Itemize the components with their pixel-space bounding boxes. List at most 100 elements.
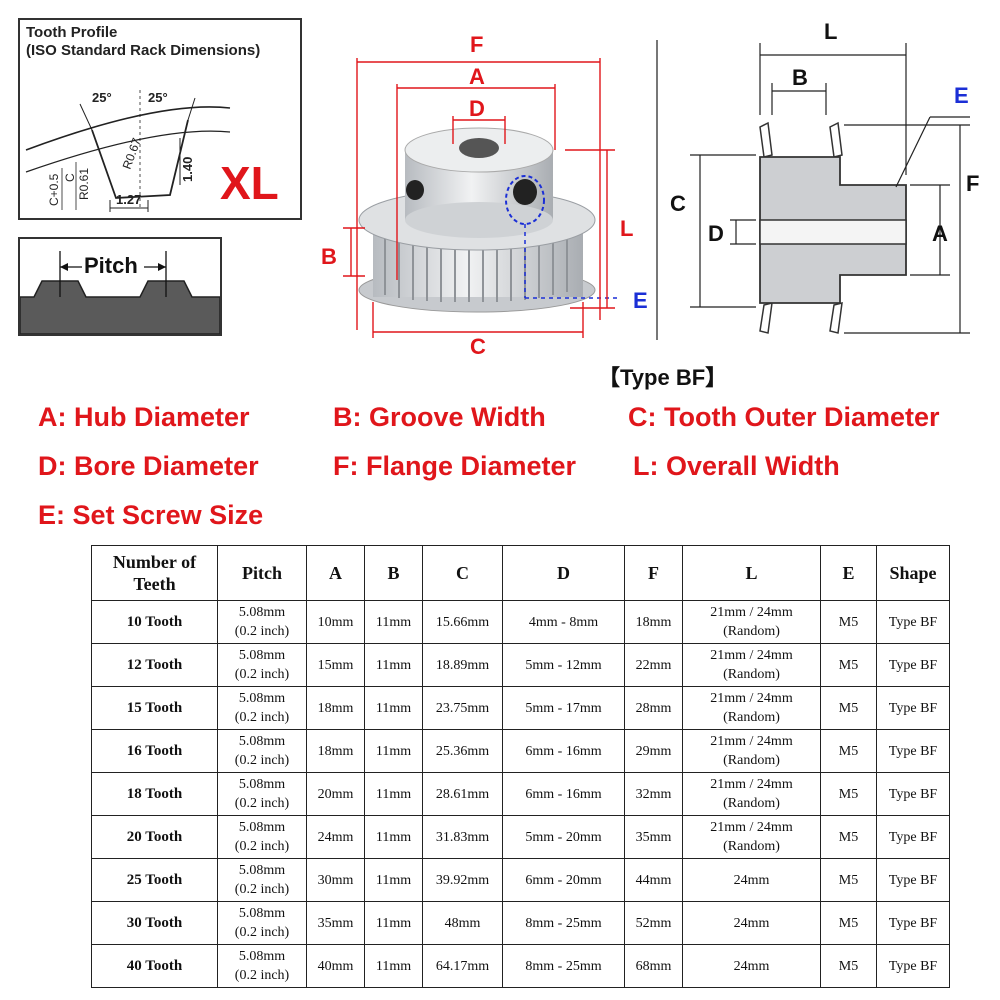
section-label-l: L <box>824 19 837 44</box>
c-cell: 64.17mm <box>422 944 503 988</box>
shape-cell: Type BF <box>876 729 950 773</box>
legend-f: F: Flange Diameter <box>333 451 577 481</box>
shape-cell: Type BF <box>876 944 950 988</box>
b-cell: 11mm <box>364 729 423 773</box>
pulley-label-d: D <box>469 96 485 121</box>
section-label-c: C <box>670 191 686 216</box>
shape-cell: Type BF <box>876 600 950 644</box>
e-cell: M5 <box>820 944 877 988</box>
header-a: A <box>306 545 365 601</box>
b-cell: 11mm <box>364 686 423 730</box>
teeth-cell: 40 Tooth <box>91 944 218 988</box>
tooth-profile-title: Tooth Profile <box>26 24 118 41</box>
d-cell: 8mm - 25mm <box>502 901 625 945</box>
pitch-panel: Pitch <box>18 237 222 336</box>
l-cell: 21mm / 24mm(Random) <box>682 729 821 773</box>
b-cell: 11mm <box>364 643 423 687</box>
d-cell: 5mm - 20mm <box>502 815 625 859</box>
shape-cell: Type BF <box>876 772 950 816</box>
tooth-profile-diagram: 25° 25° R0.67 R0.61 1.40 1.27 C C+0.5 <box>25 90 231 212</box>
dim-140-label: 1.40 <box>180 157 195 182</box>
d-cell: 5mm - 17mm <box>502 686 625 730</box>
l-cell: 24mm <box>682 944 821 988</box>
pulley-drawing: F A D B L C E <box>321 32 648 359</box>
l-cell: 21mm / 24mm(Random) <box>682 600 821 644</box>
teeth-cell: 25 Tooth <box>91 858 218 902</box>
legend-b: B: Groove Width <box>333 402 546 432</box>
b-cell: 11mm <box>364 600 423 644</box>
shape-cell: Type BF <box>876 815 950 859</box>
pulley-label-f: F <box>470 32 483 57</box>
c-label: C <box>63 173 77 182</box>
angle-left-label: 25° <box>92 90 112 105</box>
shape-cell: Type BF <box>876 643 950 687</box>
pulley-bore <box>459 138 499 158</box>
f-cell: 18mm <box>624 600 683 644</box>
e-cell: M5 <box>820 815 877 859</box>
f-cell: 35mm <box>624 815 683 859</box>
teeth-cell: 18 Tooth <box>91 772 218 816</box>
header-b: B <box>364 545 423 601</box>
pitch-cell: 5.08mm(0.2 inch) <box>217 944 307 988</box>
d-cell: 6mm - 16mm <box>502 729 625 773</box>
pitch-cell: 5.08mm(0.2 inch) <box>217 858 307 902</box>
f-cell: 28mm <box>624 686 683 730</box>
l-cell: 21mm / 24mm(Random) <box>682 815 821 859</box>
pulley-label-l: L <box>620 216 633 241</box>
section-label-b: B <box>792 65 808 90</box>
set-screw-left <box>406 180 424 200</box>
e-cell: M5 <box>820 686 877 730</box>
a-cell: 18mm <box>306 729 365 773</box>
pulley-label-e: E <box>633 288 648 313</box>
c-cell: 15.66mm <box>422 600 503 644</box>
section-label-e: E <box>954 83 969 108</box>
a-cell: 10mm <box>306 600 365 644</box>
f-cell: 52mm <box>624 901 683 945</box>
pitch-cell: 5.08mm(0.2 inch) <box>217 901 307 945</box>
l-cell: 21mm / 24mm(Random) <box>682 643 821 687</box>
section-label-a: A <box>932 221 948 246</box>
e-cell: M5 <box>820 772 877 816</box>
c-cell: 48mm <box>422 901 503 945</box>
header-pitch: Pitch <box>217 545 307 601</box>
section-bore <box>759 219 907 245</box>
r061-label: R0.61 <box>77 168 91 200</box>
svg-text:25°: 25° <box>92 90 112 105</box>
pitch-cell: 5.08mm(0.2 inch) <box>217 600 307 644</box>
f-cell: 29mm <box>624 729 683 773</box>
header-l: L <box>682 545 821 601</box>
c-cell: 31.83mm <box>422 815 503 859</box>
header-shape: Shape <box>876 545 950 601</box>
pitch-cell: 5.08mm(0.2 inch) <box>217 815 307 859</box>
e-cell: M5 <box>820 858 877 902</box>
legend-e: E: Set Screw Size <box>38 500 264 530</box>
shape-cell: Type BF <box>876 858 950 902</box>
tooth-profile-subtitle: (ISO Standard Rack Dimensions) <box>26 42 261 59</box>
pitch-cell: 5.08mm(0.2 inch) <box>217 686 307 730</box>
pulley-label-c: C <box>470 334 486 359</box>
shape-cell: Type BF <box>876 901 950 945</box>
d-cell: 8mm - 25mm <box>502 944 625 988</box>
legend-a: A: Hub Diameter <box>38 402 250 432</box>
angle-right-label: 25° <box>148 90 168 105</box>
pitch-label: Pitch <box>84 253 138 278</box>
svg-text:25°: 25° <box>148 90 168 105</box>
pitch-cell: 5.08mm(0.2 inch) <box>217 729 307 773</box>
teeth-cell: 15 Tooth <box>91 686 218 730</box>
e-cell: M5 <box>820 600 877 644</box>
c-cell: 18.89mm <box>422 643 503 687</box>
b-cell: 11mm <box>364 815 423 859</box>
header-f: F <box>624 545 683 601</box>
c-cell: 39.92mm <box>422 858 503 902</box>
f-cell: 32mm <box>624 772 683 816</box>
r067-label: R0.67 <box>120 136 144 171</box>
